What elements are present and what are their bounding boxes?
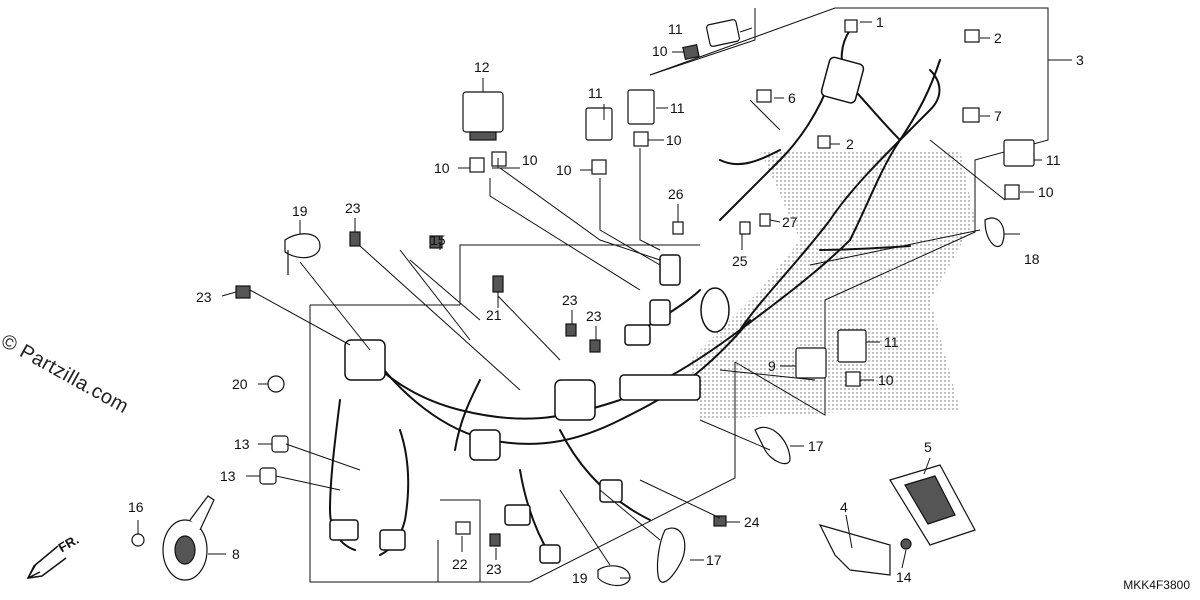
callout-5: 5 <box>924 439 932 455</box>
callout-18: 18 <box>1024 251 1040 267</box>
callout-19: 19 <box>292 203 308 219</box>
group-frame-part-22 <box>440 499 481 582</box>
callout-2: 2 <box>846 136 854 152</box>
callout-23: 23 <box>345 200 361 216</box>
callout-23: 23 <box>562 292 578 308</box>
callout-8: 8 <box>232 546 240 562</box>
group-frame-relay-top <box>649 8 756 76</box>
callout-23: 23 <box>196 289 212 305</box>
callout-21: 21 <box>486 307 502 323</box>
callout-13: 13 <box>234 436 250 452</box>
callout-10: 10 <box>1038 184 1054 200</box>
callout-25: 25 <box>732 253 748 269</box>
part-ecu-bracket <box>818 464 976 576</box>
part-horn <box>131 495 215 581</box>
diagram-reference-code: MKK4F3800 <box>1123 578 1190 592</box>
callout-9: 9 <box>768 358 776 374</box>
callout-23: 23 <box>586 308 602 324</box>
callout-19: 19 <box>572 570 588 586</box>
callout-labels: 1 2 2 3 6 7 11 10 12 11 11 10 10 10 10 1… <box>128 14 1084 586</box>
front-direction-arrow-icon <box>26 545 67 579</box>
group-frame-main-harness <box>309 244 736 583</box>
callout-3: 3 <box>1076 52 1084 68</box>
callout-11: 11 <box>1046 152 1061 168</box>
callout-10: 10 <box>666 132 682 148</box>
callout-1: 1 <box>876 14 884 30</box>
callout-27: 27 <box>782 214 798 230</box>
callout-4: 4 <box>840 499 848 515</box>
callout-2: 2 <box>994 30 1002 46</box>
callout-16: 16 <box>128 499 144 515</box>
callout-7: 7 <box>994 108 1002 124</box>
wire-harness <box>329 29 941 564</box>
callout-10: 10 <box>556 162 572 178</box>
callout-10: 10 <box>652 43 668 59</box>
callout-17: 17 <box>808 438 824 454</box>
callout-17: 17 <box>706 552 722 568</box>
leader-lines <box>137 21 1072 579</box>
callout-15: 15 <box>430 232 446 248</box>
part-relays <box>462 19 1035 387</box>
callout-11: 11 <box>588 85 603 101</box>
part-bands <box>284 217 1005 587</box>
callout-22: 22 <box>452 556 468 572</box>
callout-10: 10 <box>522 152 538 168</box>
callout-12: 12 <box>474 59 490 75</box>
callout-24: 24 <box>744 514 760 530</box>
callout-10: 10 <box>878 372 894 388</box>
callout-11: 11 <box>670 100 685 116</box>
callout-11: 11 <box>668 21 683 37</box>
callout-14: 14 <box>896 569 912 585</box>
callout-13: 13 <box>220 468 236 484</box>
callout-11: 11 <box>884 334 899 350</box>
frame-shading <box>690 150 975 420</box>
callout-26: 26 <box>668 186 684 202</box>
callout-23: 23 <box>486 561 502 577</box>
callout-6: 6 <box>788 90 796 106</box>
callout-10: 10 <box>434 160 450 176</box>
callout-20: 20 <box>232 376 248 392</box>
